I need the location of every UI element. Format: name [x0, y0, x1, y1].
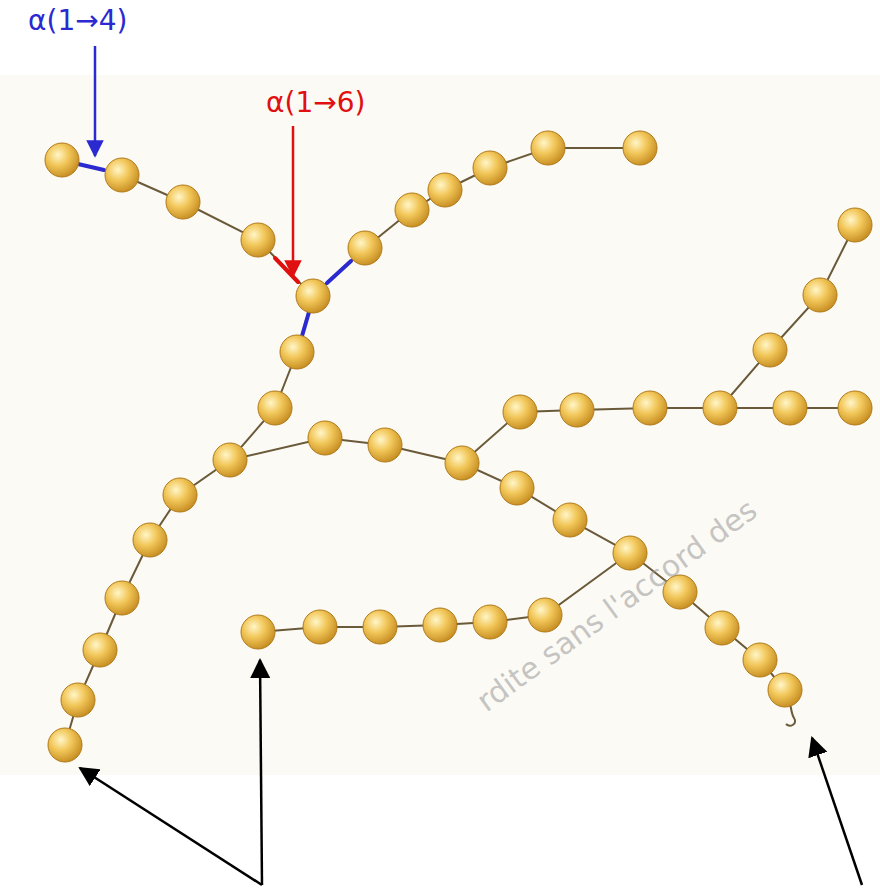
label-arrows — [95, 46, 293, 276]
bond-label: α(1→6) — [266, 86, 365, 119]
end-pointer-arrows — [80, 660, 862, 885]
bond-label: α(1→4) — [28, 4, 127, 37]
glycosidic-bonds — [62, 148, 855, 745]
glucose-beads — [45, 131, 872, 762]
